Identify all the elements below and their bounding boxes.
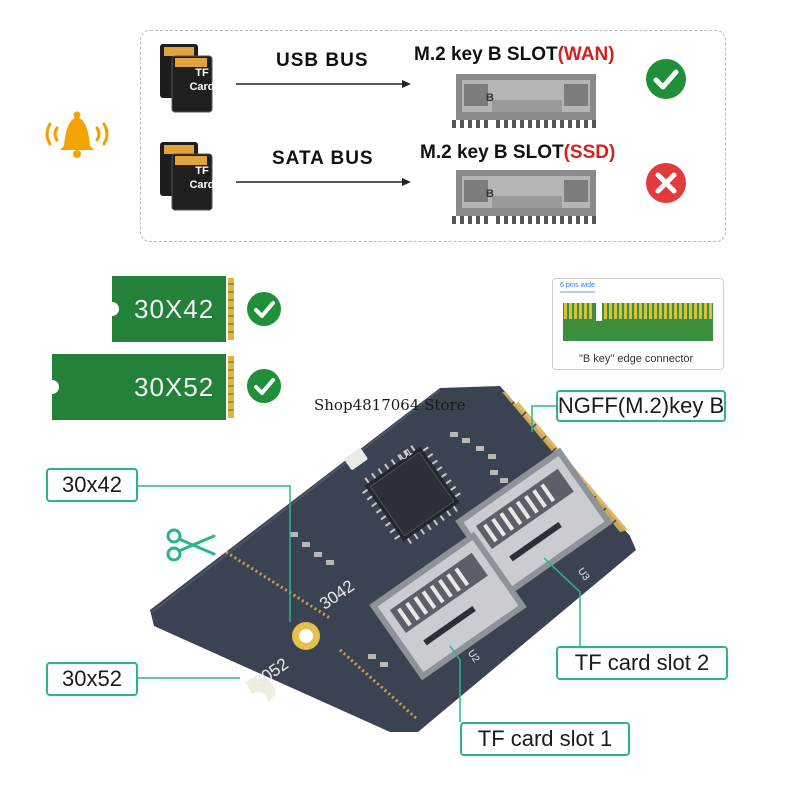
compatibility-panel — [140, 30, 726, 242]
b-key-caption: "B key" edge connector — [579, 353, 694, 365]
arrow-right-icon — [236, 76, 412, 88]
slot-label-ssd-accent: (SSD) — [563, 142, 616, 163]
slot-label-wan-prefix: M.2 key B SLOT — [414, 44, 558, 65]
module-30x42 — [104, 276, 234, 342]
x-circle-icon — [644, 161, 688, 205]
callout-tf-slot-1: TF card slot 1 — [460, 722, 630, 756]
bell-icon — [42, 108, 112, 160]
bus-label-sata: SATA BUS — [272, 148, 374, 169]
module-30x52 — [44, 354, 234, 420]
check-circle-icon — [246, 291, 282, 327]
slot-label-wan: M.2 key B SLOT(WAN) — [414, 44, 615, 66]
arrow-right-icon — [236, 174, 412, 186]
tf-card-label-line2: Card — [189, 179, 215, 191]
tf-card-label-line1: TF — [195, 165, 209, 177]
slot-key-b-label: B — [486, 92, 494, 104]
check-circle-icon — [644, 57, 688, 101]
scissors-icon — [166, 528, 216, 562]
tf-card-label-line2: Card — [189, 81, 215, 93]
module-30x42-label: 30X42 — [134, 294, 215, 324]
callout-ngff: NGFF(M.2)key B — [556, 390, 726, 422]
check-circle-icon — [246, 368, 282, 404]
callout-30x52: 30x52 — [46, 662, 138, 696]
module-30x52-label: 30X52 — [134, 372, 215, 402]
adapter-board — [150, 382, 636, 734]
callout-30x42: 30x42 — [46, 468, 138, 502]
tf-card-label-line1: TF — [195, 67, 209, 79]
m2-slot-ssd — [452, 166, 600, 224]
tf-card-icon — [158, 44, 214, 114]
m2-slot-wan — [452, 70, 600, 128]
slot-label-ssd-prefix: M.2 key B SLOT — [420, 142, 564, 163]
bus-label-usb: USB BUS — [276, 50, 369, 71]
callout-tf-slot-2: TF card slot 2 — [556, 646, 728, 680]
store-watermark: Shop4817064 Store — [314, 396, 466, 414]
tf-card-icon — [158, 142, 214, 212]
slot-key-b-label: B — [486, 188, 494, 200]
slot-label-wan-accent: (WAN) — [557, 44, 615, 65]
b-key-diagram: 6 pins wide "B key" edge connector — [552, 278, 724, 370]
slot-label-ssd: M.2 key B SLOT(SSD) — [420, 142, 615, 164]
pins-wide-caption: 6 pins wide — [560, 282, 596, 289]
